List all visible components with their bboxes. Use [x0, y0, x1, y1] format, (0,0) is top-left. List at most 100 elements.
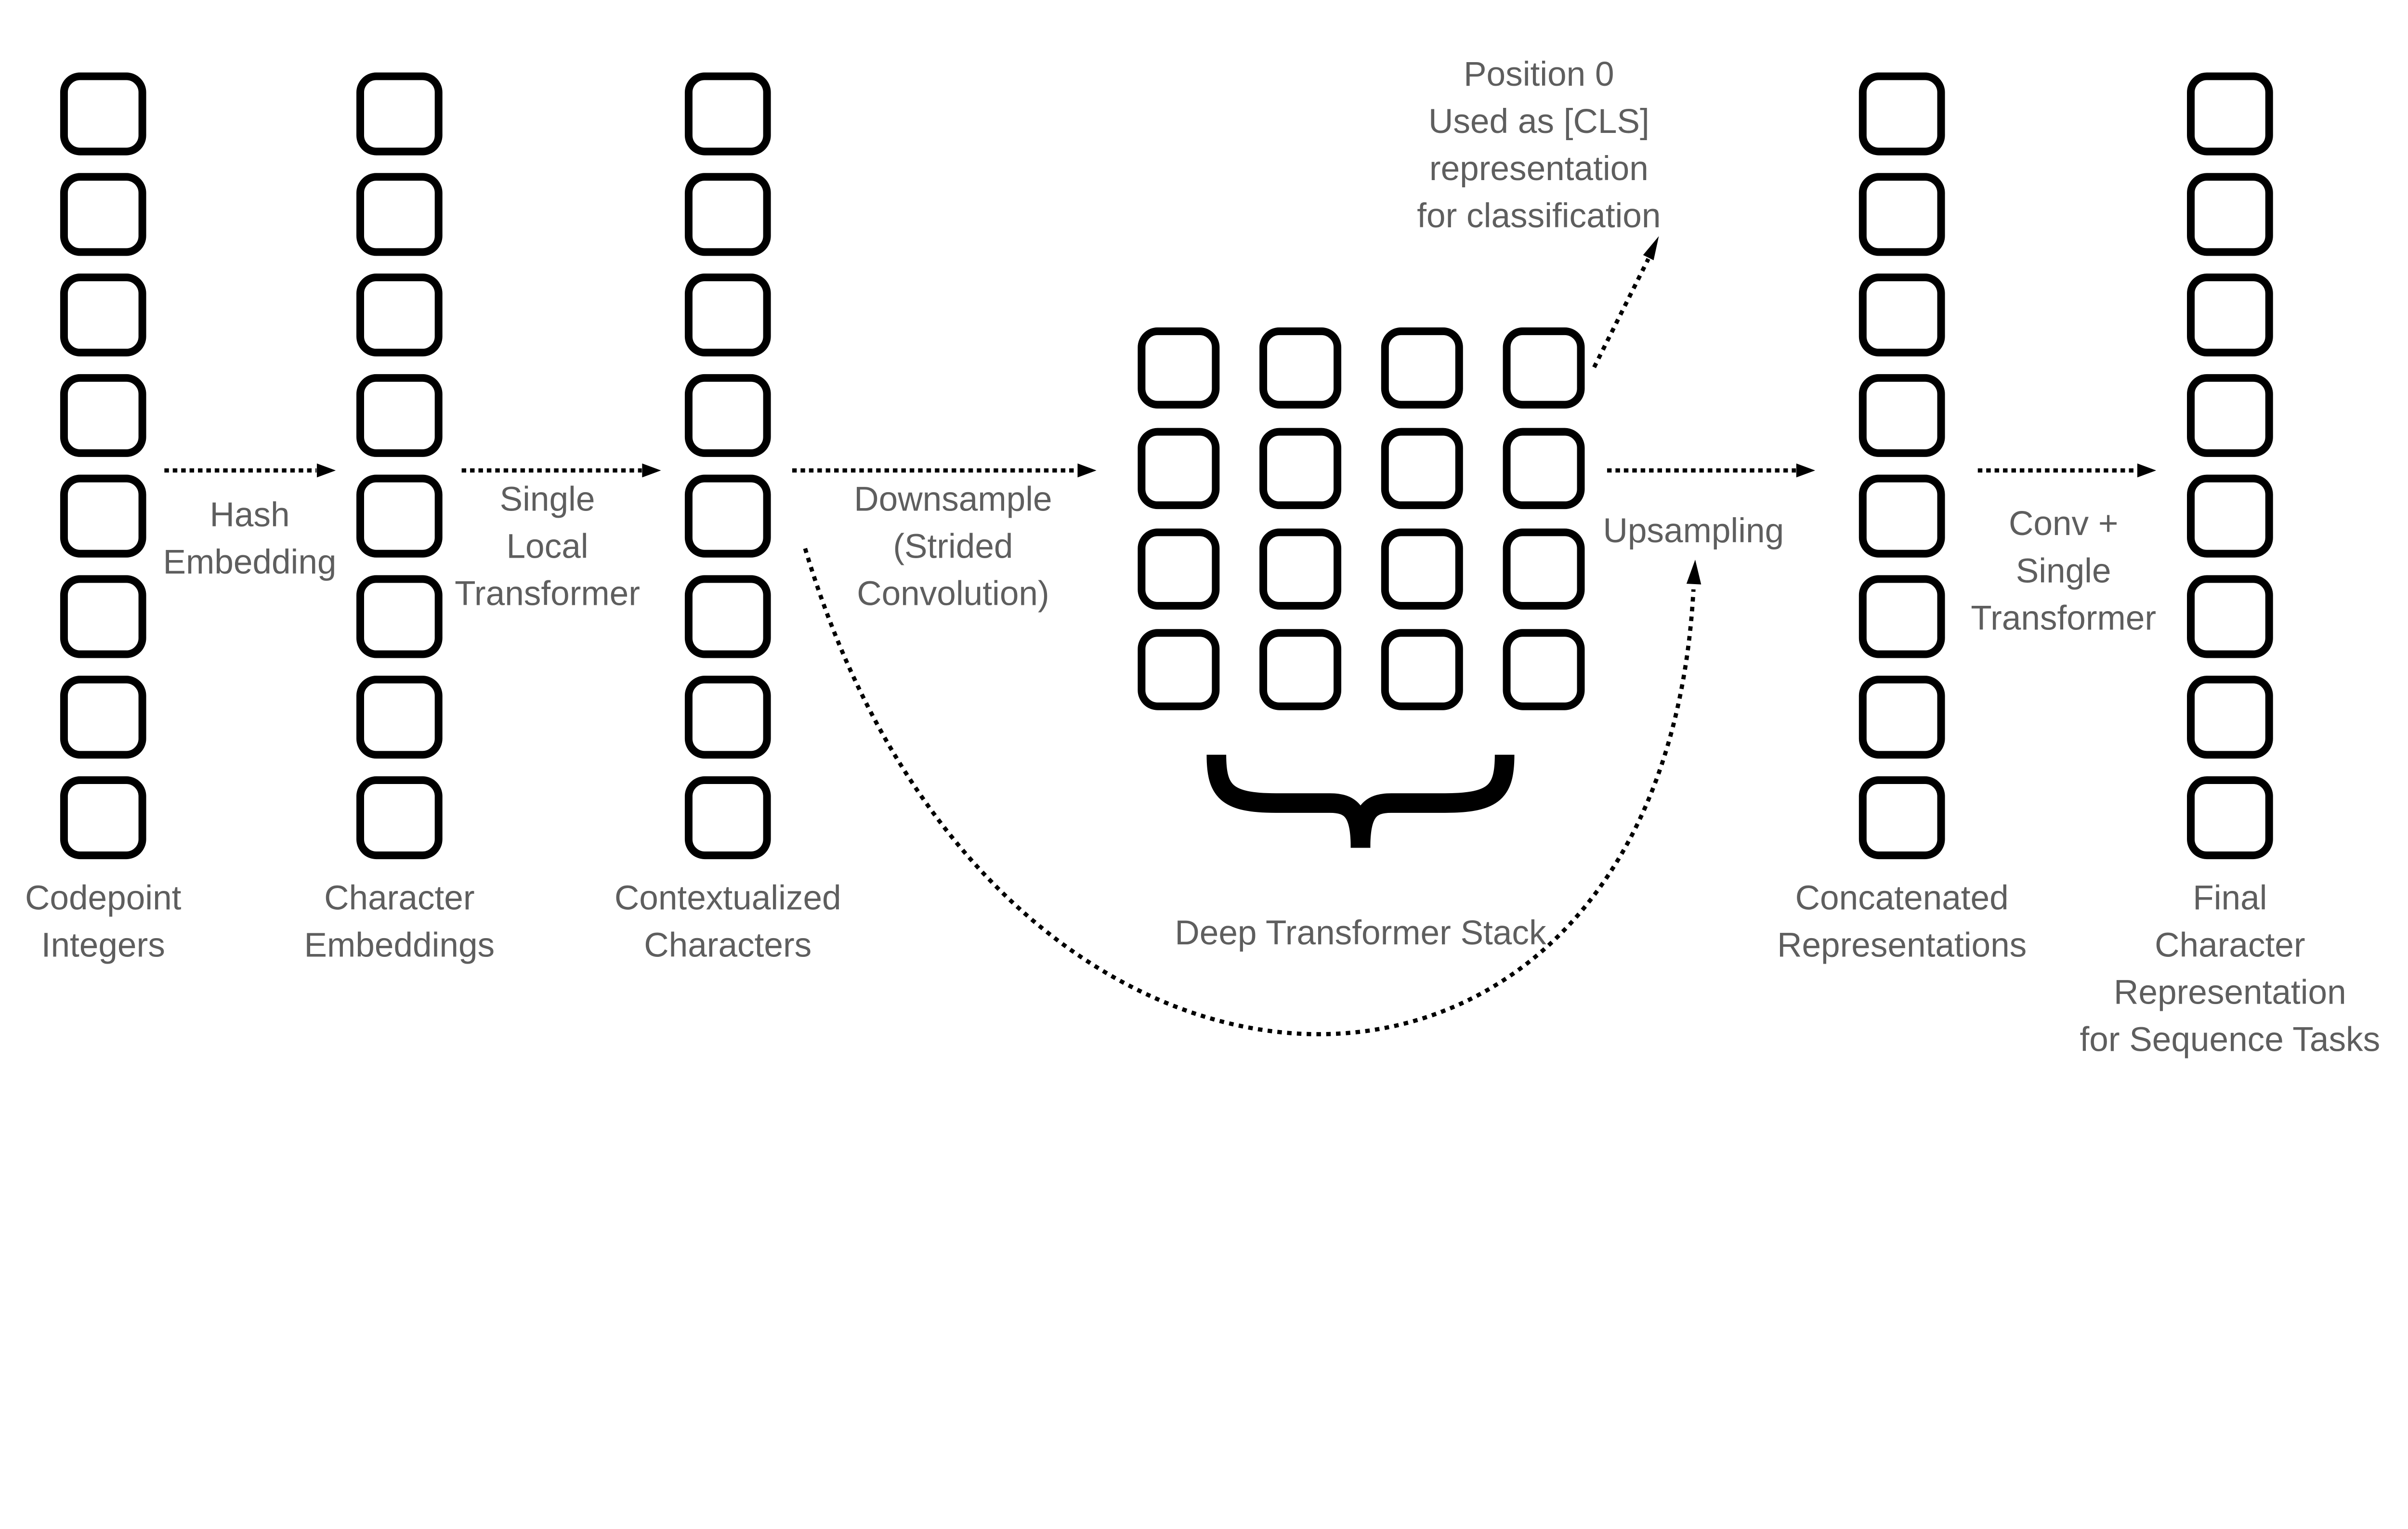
char-cell [60, 374, 146, 457]
char-cell [60, 173, 146, 256]
hash-embedding-arrow [164, 463, 336, 478]
label-contextualized-characters: Contextualized Characters [615, 879, 841, 964]
char-cell [1858, 274, 1945, 357]
char-cell [1858, 474, 1945, 558]
label-final-character-representation: Final Character Representation for Seque… [2080, 879, 2381, 1059]
char-cell [1858, 72, 1945, 156]
label-line: Integers [41, 926, 165, 964]
char-cell [60, 72, 146, 156]
char-cell [1138, 528, 1220, 610]
label-line: Final [2193, 879, 2267, 917]
downsampled-positions-grid [1138, 327, 1585, 710]
label-line: representation [1429, 150, 1649, 188]
label-line: Deep Transformer Stack [1175, 914, 1546, 952]
char-cell [1503, 327, 1585, 409]
canine-architecture-diagram: Codepoint Integers Hash Embedding Charac… [25, 55, 2381, 1059]
label-line: Concatenated [1795, 879, 2009, 917]
char-cell [684, 274, 771, 357]
char-cell [684, 676, 771, 759]
char-cell [1381, 428, 1463, 510]
char-cell [1259, 528, 1342, 610]
char-cell [1858, 776, 1945, 860]
downsample-arrow [792, 463, 1097, 478]
label-line: Character [324, 879, 474, 917]
char-cell [2187, 274, 2273, 357]
char-cell [60, 776, 146, 860]
char-cell [1503, 629, 1585, 710]
label-line: Hash [209, 496, 289, 534]
char-cell [60, 575, 146, 658]
label-single-local-transformer: Single Local Transformer [455, 480, 640, 613]
final-representations-column [2187, 72, 2273, 860]
label-line: for classification [1417, 197, 1661, 235]
label-conv-single-transformer: Conv + Single Transformer [1971, 505, 2156, 637]
char-cell [2187, 676, 2273, 759]
label-upsampling: Upsampling [1603, 512, 1784, 550]
label-deep-transformer-stack: Deep Transformer Stack [1175, 914, 1546, 952]
char-cell [1381, 528, 1463, 610]
label-line: Convolution) [857, 575, 1049, 613]
label-line: Embeddings [304, 926, 495, 964]
char-cell [684, 474, 771, 558]
char-cell [684, 374, 771, 457]
char-cell [356, 474, 443, 558]
char-cell [356, 374, 443, 457]
label-line: Used as [CLS] [1428, 103, 1649, 141]
char-cell [1138, 428, 1220, 510]
char-cell [356, 173, 443, 256]
label-line: Characters [644, 926, 811, 964]
char-cell [356, 274, 443, 357]
char-cell [1138, 327, 1220, 409]
label-downsample: Downsample (Strided Convolution) [854, 480, 1052, 613]
conv-single-transformer-arrow [1977, 463, 2157, 478]
char-cell [1259, 428, 1342, 510]
char-cell [60, 474, 146, 558]
label-line: (Strided [893, 527, 1013, 565]
label-hash-embedding: Hash Embedding [163, 496, 337, 581]
char-cell [1503, 528, 1585, 610]
char-cell [2187, 474, 2273, 558]
char-cell [356, 72, 443, 156]
char-cell [1503, 428, 1585, 510]
char-cell [356, 776, 443, 860]
label-line: Single [500, 480, 595, 518]
char-cell [60, 676, 146, 759]
upsampling-arrow [1607, 463, 1816, 478]
char-cell [1858, 173, 1945, 256]
char-cell [1259, 629, 1342, 710]
char-cell [684, 575, 771, 658]
label-line: Upsampling [1603, 512, 1784, 550]
char-cell [1858, 575, 1945, 658]
char-cell [356, 676, 443, 759]
label-line: Contextualized [615, 879, 841, 917]
label-line: Transformer [1971, 599, 2156, 637]
char-cell [2187, 374, 2273, 457]
label-line: for Sequence Tasks [2080, 1020, 2381, 1059]
char-cell [1381, 327, 1463, 409]
char-cell [1138, 629, 1220, 710]
label-line: Single [2016, 552, 2111, 590]
char-cell [684, 173, 771, 256]
label-line: Codepoint [25, 879, 182, 917]
codepoint-integers-column [60, 72, 146, 860]
single-local-transformer-arrow [461, 463, 661, 478]
char-cell [684, 776, 771, 860]
char-cell [1858, 676, 1945, 759]
label-line: Conv + [2009, 505, 2118, 543]
label-line: Representation [2114, 973, 2346, 1011]
char-cell [1858, 374, 1945, 457]
char-cell [2187, 575, 2273, 658]
skip-connection-curve [803, 548, 1701, 1036]
char-cell [2187, 173, 2273, 256]
char-cell [2187, 776, 2273, 860]
label-position-zero: Position 0 Used as [CLS] representation … [1417, 55, 1661, 235]
label-line: Transformer [455, 575, 640, 613]
char-cell [2187, 72, 2273, 156]
char-cell [1259, 327, 1342, 409]
deep-stack-brace [1206, 755, 1515, 848]
label-line: Downsample [854, 480, 1052, 518]
label-concatenated-representations: Concatenated Representations [1777, 879, 2027, 964]
char-cell [60, 274, 146, 357]
char-cell [684, 72, 771, 156]
char-cell [356, 575, 443, 658]
